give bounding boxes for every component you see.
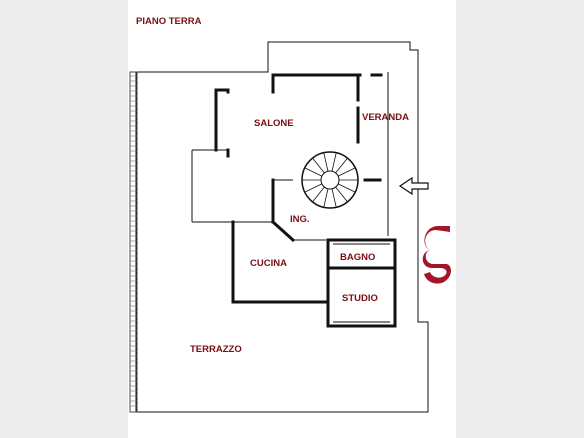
floor-plan: PIANO TERRA SALONE VERANDA ING. CUCINA B…: [129, 16, 451, 413]
room-label-cucina: CUCINA: [250, 258, 287, 269]
stair-tread: [323, 152, 329, 172]
floor-plan-canvas: PIANO TERRA SALONE VERANDA ING. CUCINA B…: [128, 0, 456, 438]
stair-tread: [331, 188, 337, 208]
room-label-terrazzo: TERRAZZO: [190, 344, 242, 355]
building-walls: [191, 72, 397, 328]
spiral-staircase: [301, 151, 359, 209]
stair-steps: [302, 152, 358, 208]
terrace-outline: [129, 41, 429, 413]
stair-tread: [304, 167, 323, 177]
terrace-railing: [130, 75, 137, 407]
stair-tread: [312, 186, 325, 203]
room-label-bagno: BAGNO: [340, 252, 375, 263]
stair-tread: [335, 157, 348, 174]
stair-tread: [323, 188, 329, 208]
room-label-salone: SALONE: [254, 118, 294, 129]
stair-tread: [335, 186, 348, 203]
stair-tread: [337, 167, 356, 177]
stair-tread: [331, 152, 337, 172]
room-label-ingresso: ING.: [290, 214, 310, 225]
stair-tread: [312, 157, 325, 174]
arrow-left-outline-icon: [398, 176, 429, 196]
room-label-studio: STUDIO: [342, 293, 378, 304]
brand-logo: [422, 226, 451, 284]
stair-tread: [337, 183, 356, 193]
room-label-veranda: VERANDA: [362, 112, 409, 123]
floor-title: PIANO TERRA: [136, 16, 202, 27]
stair-tread: [304, 183, 323, 193]
